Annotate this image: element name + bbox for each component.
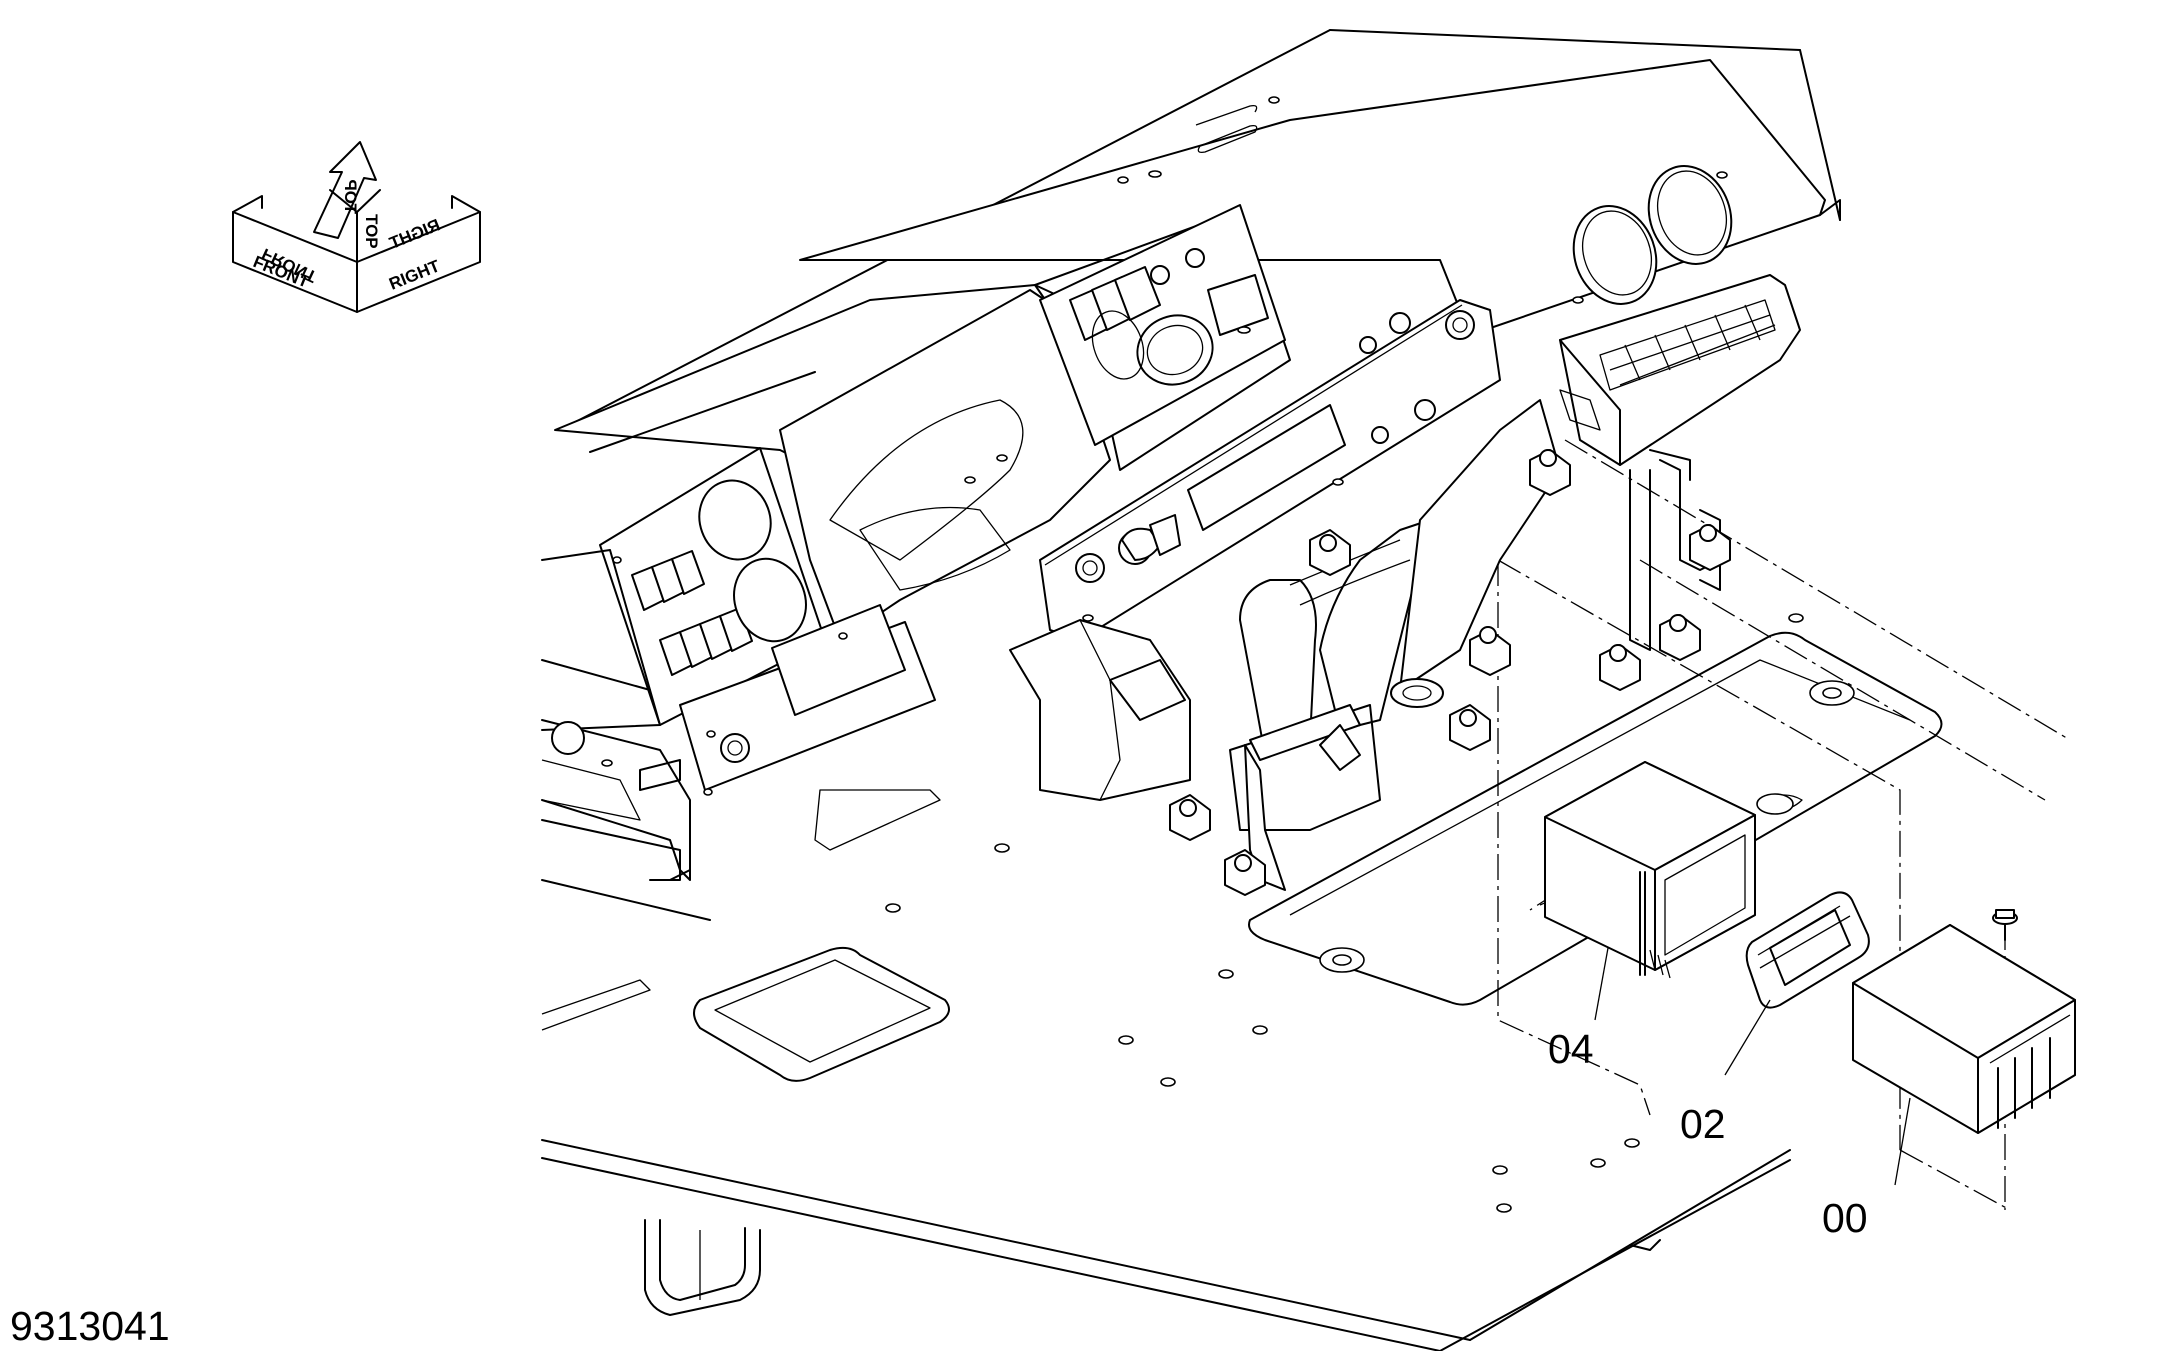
leader-lines <box>1594 947 1911 1186</box>
orientation-symbol: FRONT FRONT TOP TOP RIGHT RIGHT <box>232 141 481 313</box>
left-switch-panel <box>599 447 936 796</box>
console-ducts <box>1009 326 1561 891</box>
callout-04-label: 04 <box>1548 1026 1594 1072</box>
part-02-gasket <box>1745 891 1870 1009</box>
floor-bolt-holes <box>885 613 1804 1213</box>
cab-floor-plate <box>541 759 1791 1351</box>
callout-02-label: 02 <box>1680 1101 1726 1147</box>
orientation-right-mirrored-label: RIGHT <box>386 215 443 253</box>
orientation-top-label: TOP <box>362 214 381 249</box>
part-04-duct <box>1544 761 1756 979</box>
upper-switch-panel <box>1039 204 1286 446</box>
dashboard-console <box>559 29 1841 651</box>
floor-brackets <box>1169 449 1731 896</box>
orientation-top-mirrored-label: TOP <box>341 179 360 214</box>
left-console-side <box>541 549 691 881</box>
figure-number: 9313041 <box>10 1303 170 1349</box>
callout-00-label: 00 <box>1822 1195 1868 1241</box>
center-panel <box>1039 299 1501 641</box>
dash-cover <box>554 209 1291 641</box>
part-00-louver-duct <box>1852 909 2076 1134</box>
